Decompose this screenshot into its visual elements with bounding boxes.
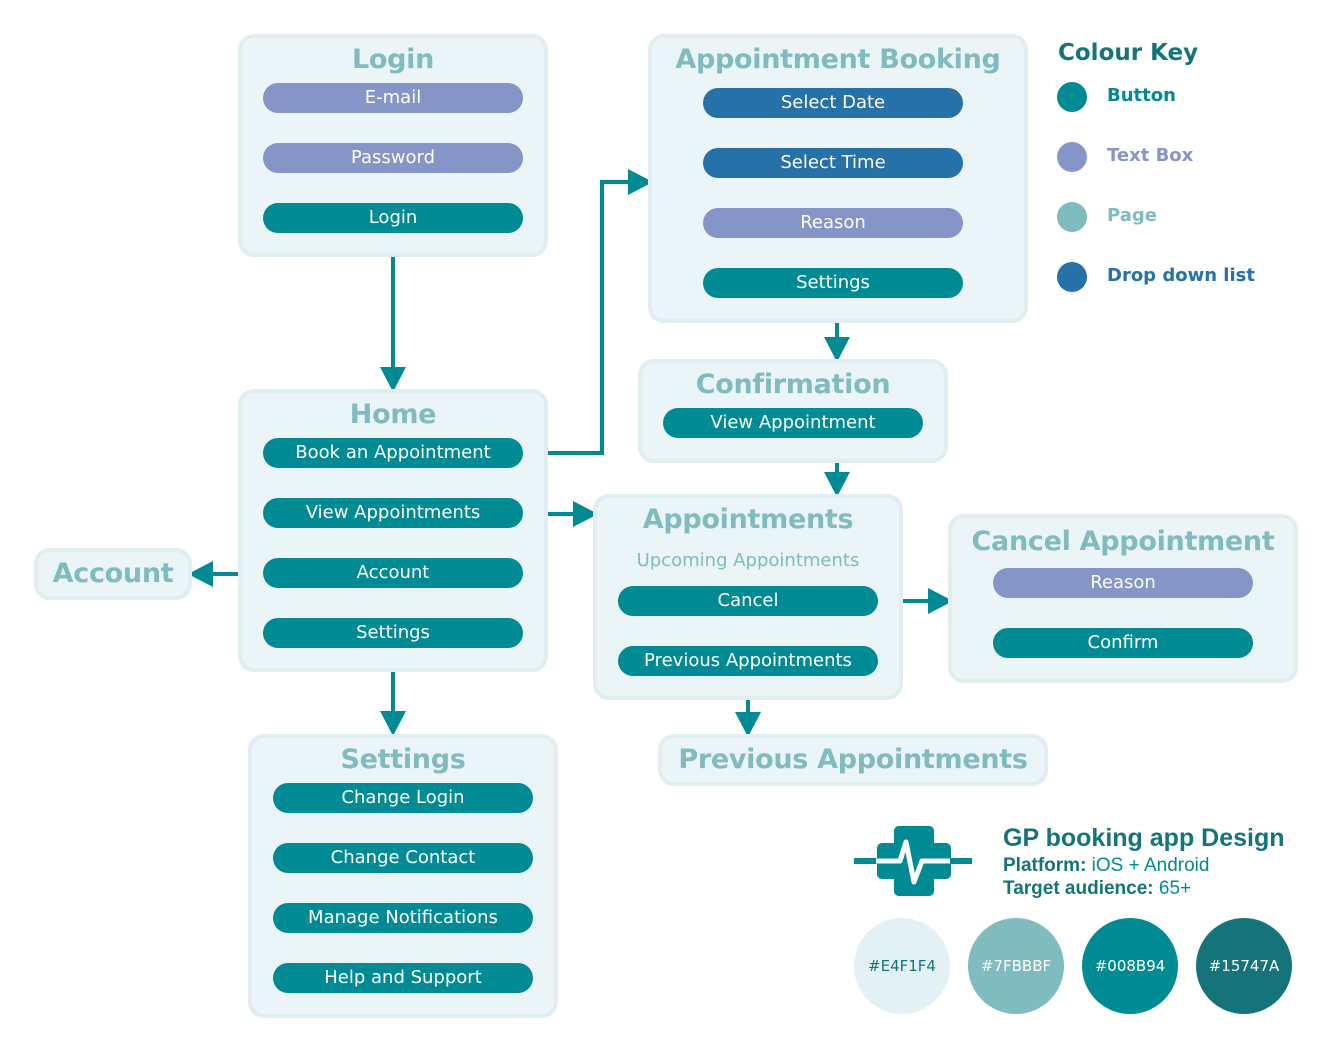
account-button[interactable]: Account — [263, 558, 523, 588]
cancel-button[interactable]: Cancel — [618, 586, 878, 616]
change-login-button[interactable]: Change Login — [273, 783, 533, 813]
palette-swatch-008b94: #008B94 — [1082, 918, 1178, 1014]
palette-swatch-15747a: #15747A — [1196, 918, 1292, 1014]
medical-cross-heartbeat-icon — [854, 826, 972, 896]
arrowhead — [188, 561, 213, 587]
arrowhead — [928, 588, 953, 614]
arrowhead — [573, 501, 598, 527]
page-title: Appointment Booking — [675, 44, 1001, 75]
colour-key-label: Text Box — [1107, 145, 1194, 166]
palette-swatch-e4f1f4: #E4F1F4 — [854, 918, 950, 1014]
booking-settings-button[interactable]: Settings — [703, 268, 963, 298]
audience-line: Target audience: 65+ — [1003, 878, 1191, 900]
arrowhead — [628, 169, 653, 195]
platform-value: iOS + Android — [1086, 855, 1210, 876]
page-title: Previous Appointments — [678, 744, 1028, 775]
login-button[interactable]: Login — [263, 203, 523, 233]
page-previous-appointments: Previous Appointments — [658, 734, 1048, 786]
platform-line: Platform: iOS + Android — [1003, 855, 1209, 877]
previous-appointments-button[interactable]: Previous Appointments — [618, 646, 878, 676]
arrowhead — [824, 337, 850, 362]
page-account: Account — [34, 548, 192, 600]
view-appointments-button[interactable]: View Appointments — [263, 498, 523, 528]
colour-swatch-icon — [1057, 202, 1087, 232]
page-title: Confirmation — [695, 369, 891, 400]
audience-value: 65+ — [1153, 878, 1192, 899]
colour-key-label: Page — [1107, 205, 1157, 226]
email-textbox[interactable]: E-mail — [263, 83, 523, 113]
page-title: Cancel Appointment — [971, 526, 1275, 557]
arrowhead — [380, 367, 406, 392]
colour-key-label: Drop down list — [1107, 265, 1255, 286]
confirm-button[interactable]: Confirm — [993, 628, 1253, 658]
palette-swatch-7fbbbf: #7FBBBF — [968, 918, 1064, 1014]
view-appointment-button[interactable]: View Appointment — [663, 408, 923, 438]
colour-swatch-icon — [1057, 82, 1087, 112]
page-title: Login — [351, 44, 435, 75]
arrowhead — [824, 472, 850, 497]
home-settings-button[interactable]: Settings — [263, 618, 523, 648]
audience-label: Target audience: — [1003, 878, 1154, 899]
colour-swatch-icon — [1057, 262, 1087, 292]
arrow-book-to-booking — [522, 180, 633, 455]
colour-key-label: Button — [1107, 85, 1176, 106]
brand-title: GP booking app Design — [1003, 824, 1285, 852]
page-subtitle: Upcoming Appointments — [636, 550, 860, 571]
page-title: Account — [52, 558, 174, 589]
colour-key-title: Colour Key — [1058, 40, 1199, 66]
help-support-button[interactable]: Help and Support — [273, 963, 533, 993]
page-title: Settings — [340, 744, 466, 775]
cancel-reason-textbox[interactable]: Reason — [993, 568, 1253, 598]
manage-notifications-button[interactable]: Manage Notifications — [273, 903, 533, 933]
select-time-dropdown[interactable]: Select Time — [703, 148, 963, 178]
book-appointment-button[interactable]: Book an Appointment — [263, 438, 523, 468]
reason-textbox[interactable]: Reason — [703, 208, 963, 238]
arrowhead — [735, 712, 761, 737]
arrowhead — [380, 711, 406, 736]
select-date-dropdown[interactable]: Select Date — [703, 88, 963, 118]
page-title: Home — [349, 399, 437, 430]
password-textbox[interactable]: Password — [263, 143, 523, 173]
page-title: Appointments — [642, 504, 854, 535]
colour-swatch-icon — [1057, 142, 1087, 172]
platform-label: Platform: — [1003, 855, 1087, 876]
change-contact-button[interactable]: Change Contact — [273, 843, 533, 873]
